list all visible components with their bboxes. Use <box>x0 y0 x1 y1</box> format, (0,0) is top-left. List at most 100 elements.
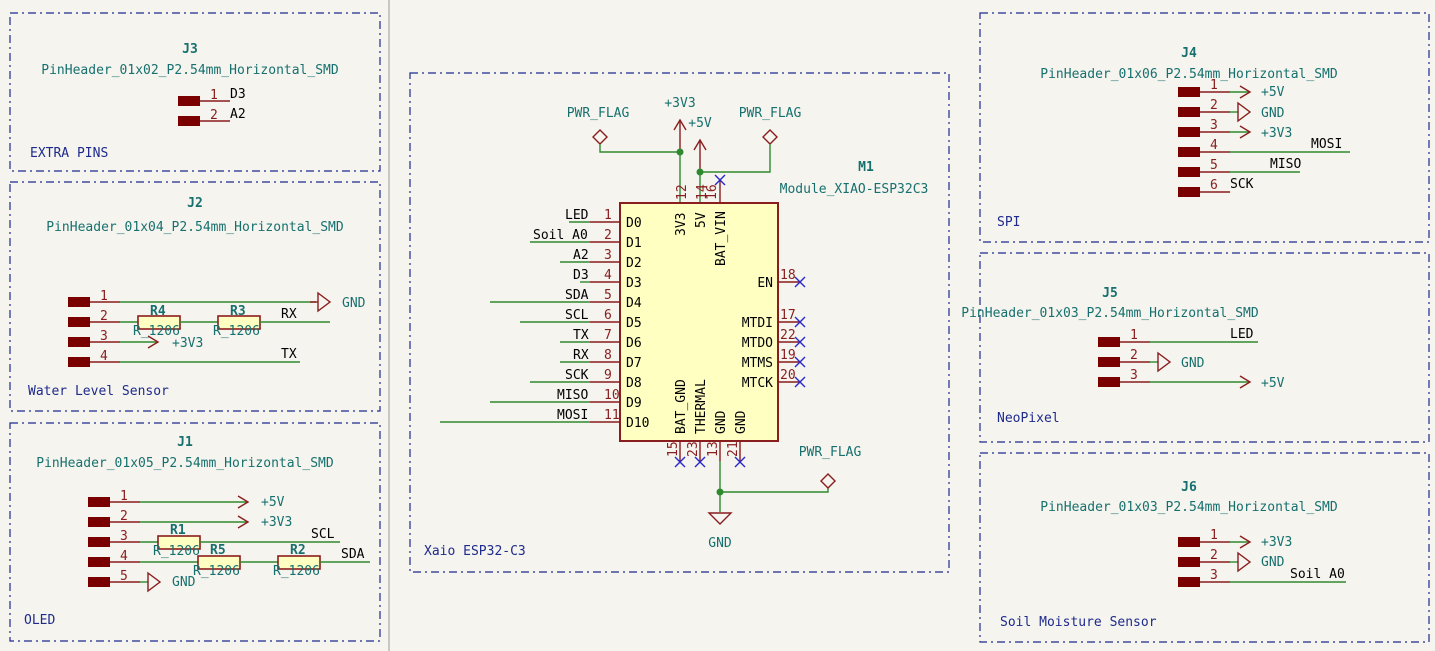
pin-name: D4 <box>626 296 642 311</box>
net-label[interactable]: RX <box>573 348 589 363</box>
net-label[interactable]: SCK <box>565 368 589 383</box>
j3-ref: J3 <box>182 42 198 57</box>
pin-number: 23 <box>686 441 701 457</box>
pin-pad <box>1178 87 1200 97</box>
net-label[interactable]: +5V <box>1261 85 1285 100</box>
j6-ref: J6 <box>1181 480 1197 495</box>
pin-name: MTMS <box>742 356 773 371</box>
net-label[interactable]: GND <box>172 575 196 590</box>
section-title: NeoPixel <box>997 411 1060 426</box>
net-label[interactable]: +3V3 <box>261 515 292 530</box>
pwr-flag-label: PWR_FLAG <box>567 106 630 121</box>
net-label[interactable]: TX <box>281 347 297 362</box>
net-label[interactable]: GND <box>1261 555 1285 570</box>
pin-number: 18 <box>780 268 796 283</box>
net-label[interactable]: A2 <box>573 248 589 263</box>
pin-number: 2 <box>100 309 108 324</box>
section-title: EXTRA PINS <box>30 146 108 161</box>
net-label[interactable]: +3V3 <box>1261 126 1292 141</box>
net-label[interactable]: Soil A0 <box>1290 567 1345 582</box>
net-label[interactable]: MISO <box>1270 157 1301 172</box>
pin-number: 4 <box>1210 138 1218 153</box>
net-label[interactable]: +3V3 <box>172 336 203 351</box>
pin-number: 2 <box>1210 98 1218 113</box>
section-title: Water Level Sensor <box>28 384 169 399</box>
pin-number: 2 <box>210 108 218 123</box>
net-label[interactable]: LED <box>565 208 589 223</box>
pin-pad <box>88 537 110 547</box>
net-label[interactable]: MISO <box>557 388 588 403</box>
net-label[interactable]: +3V3 <box>1261 535 1292 550</box>
pin-name: D6 <box>626 336 642 351</box>
pin-pad <box>1178 577 1200 587</box>
net-label[interactable]: MOSI <box>557 408 588 423</box>
power-arrow-icon <box>237 515 250 529</box>
pin-pad <box>1178 557 1200 567</box>
section-water-level: J2 PinHeader_01x04_P2.54mm_Horizontal_SM… <box>9 181 381 412</box>
section-box <box>979 452 1430 643</box>
net-label[interactable]: GND <box>342 296 366 311</box>
pin-number: 4 <box>120 549 128 564</box>
pin-name: MTDO <box>742 336 773 351</box>
pin-name: THERMAL <box>694 379 709 434</box>
pin-number: 14 <box>695 184 710 200</box>
pin-pad <box>1178 127 1200 137</box>
net-label[interactable]: D3 <box>230 87 246 102</box>
gnd-arrow-icon <box>1157 351 1172 373</box>
net-label[interactable]: SDA <box>341 547 365 562</box>
pin-number: 4 <box>100 349 108 364</box>
pin-pad <box>178 116 200 126</box>
power-3v3-label: +3V3 <box>664 96 695 111</box>
net-label[interactable]: MOSI <box>1311 137 1342 152</box>
pin-pad <box>88 577 110 587</box>
net-label[interactable]: Soil A0 <box>533 228 588 243</box>
net-label[interactable]: D3 <box>573 268 589 283</box>
section-title: OLED <box>24 613 55 628</box>
j2-footprint: PinHeader_01x04_P2.54mm_Horizontal_SMD <box>46 220 344 235</box>
net-label[interactable]: +5V <box>1261 376 1285 391</box>
pin-number: 2 <box>120 509 128 524</box>
pin-number: 5 <box>120 569 128 584</box>
net-label[interactable]: +5V <box>261 495 285 510</box>
power-arrow-icon <box>147 335 160 349</box>
pin-pad <box>178 96 200 106</box>
j1-ref: J1 <box>177 435 193 450</box>
pin-name: D3 <box>626 276 642 291</box>
pin-number: 5 <box>1210 158 1218 173</box>
section-title: Xaio ESP32-C3 <box>424 544 526 559</box>
net-label[interactable]: SCL <box>311 527 335 542</box>
net-label[interactable]: SDA <box>565 288 589 303</box>
j4-footprint: PinHeader_01x06_P2.54mm_Horizontal_SMD <box>1040 67 1338 82</box>
section-box <box>979 12 1430 243</box>
pin-number: 10 <box>604 388 620 403</box>
j3-footprint: PinHeader_01x02_P2.54mm_Horizontal_SMD <box>41 63 339 78</box>
pin-pad <box>1178 167 1200 177</box>
section-title: Soil Moisture Sensor <box>1000 615 1157 630</box>
net-label[interactable]: SCL <box>565 308 589 323</box>
pin-pad <box>88 517 110 527</box>
power-5v-label: +5V <box>688 116 712 131</box>
m1-footprint: Module_XIAO-ESP32C3 <box>780 182 929 197</box>
net-label[interactable]: SCK <box>1230 177 1254 192</box>
net-label[interactable]: TX <box>573 328 589 343</box>
r1-value: R_1206 <box>153 544 200 559</box>
net-label[interactable]: GND <box>1181 356 1205 371</box>
pin-pad <box>68 337 90 347</box>
r5-ref: R5 <box>210 543 226 558</box>
net-label[interactable]: LED <box>1230 327 1254 342</box>
section-mcu: M1 Module_XIAO-ESP32C3 PWR_FLAG PWR_FLAG… <box>409 72 950 573</box>
power-arrow-icon <box>1239 375 1252 389</box>
net-label[interactable]: GND <box>1261 106 1285 121</box>
pin-number: 3 <box>1210 118 1218 133</box>
pin-number: 22 <box>780 328 796 343</box>
pin-name: D7 <box>626 356 642 371</box>
section-box <box>979 252 1430 443</box>
net-label[interactable]: RX <box>281 307 297 322</box>
net-label[interactable]: A2 <box>230 107 246 122</box>
r4-ref: R4 <box>150 304 166 319</box>
j5-footprint: PinHeader_01x03_P2.54mm_Horizontal_SMD <box>961 306 1259 321</box>
gnd-arrow-icon <box>147 571 162 593</box>
